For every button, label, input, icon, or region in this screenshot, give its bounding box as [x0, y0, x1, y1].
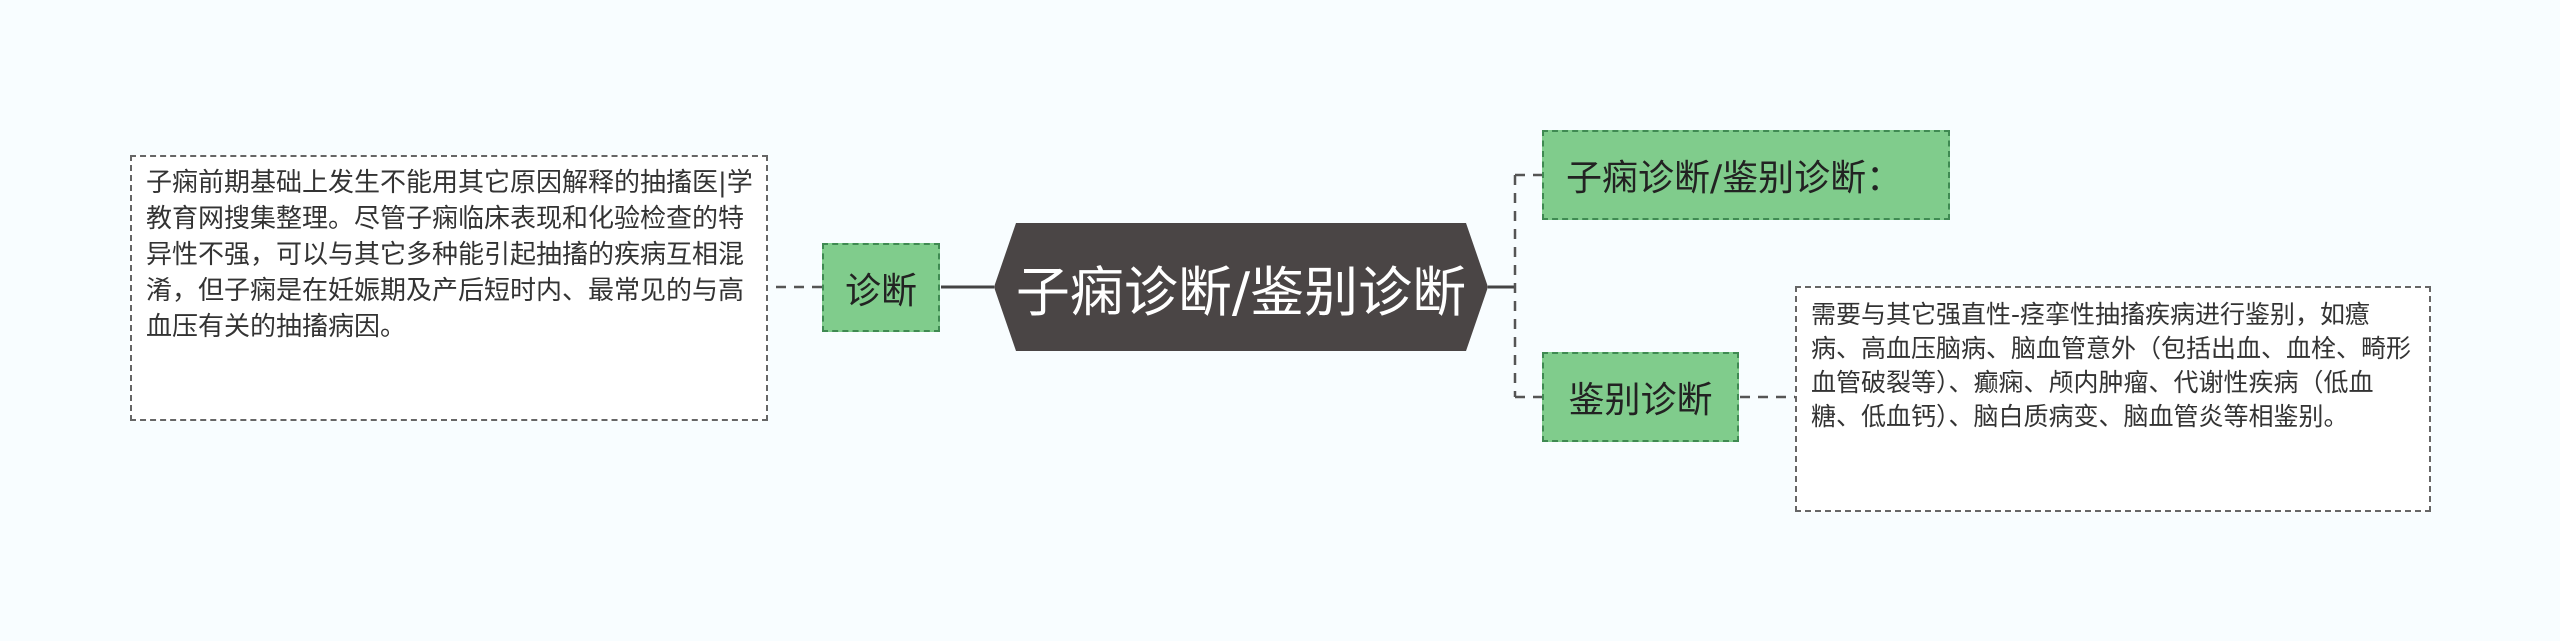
- topic-differential-diagnosis-label: 鉴别诊断: [1568, 380, 1713, 421]
- central-topic[interactable]: 子痫诊断/鉴别诊断: [994, 223, 1488, 351]
- topic-diagnosis[interactable]: 诊断: [822, 243, 940, 332]
- topic-diagnosis-label: 诊断: [844, 270, 917, 312]
- central-topic-title: 子痫诊断/鉴别诊断: [1015, 260, 1467, 324]
- note-differential-diagnosis[interactable]: 需要与其它强直性-痉挛性抽搐疾病进行鉴别，如癔病、高血压脑病、脑血管意外（包括出…: [1795, 286, 2431, 512]
- topic-eclampsia-diagnosis-label: 子痫诊断/鉴别诊断：: [1566, 158, 1903, 199]
- topic-differential-diagnosis[interactable]: 鉴别诊断: [1542, 352, 1739, 442]
- topic-eclampsia-diagnosis[interactable]: 子痫诊断/鉴别诊断：: [1542, 130, 1950, 220]
- note-diagnosis[interactable]: 子痫前期基础上发生不能用其它原因解释的抽搐医|学教育网搜集整理。尽管子痫临床表现…: [130, 155, 768, 421]
- note-differential-diagnosis-text: 需要与其它强直性-痉挛性抽搐疾病进行鉴别，如癔病、高血压脑病、脑血管意外（包括出…: [1811, 300, 2412, 431]
- note-diagnosis-text: 子痫前期基础上发生不能用其它原因解释的抽搐医|学教育网搜集整理。尽管子痫临床表现…: [146, 168, 753, 342]
- central-hexagon: [994, 223, 1488, 351]
